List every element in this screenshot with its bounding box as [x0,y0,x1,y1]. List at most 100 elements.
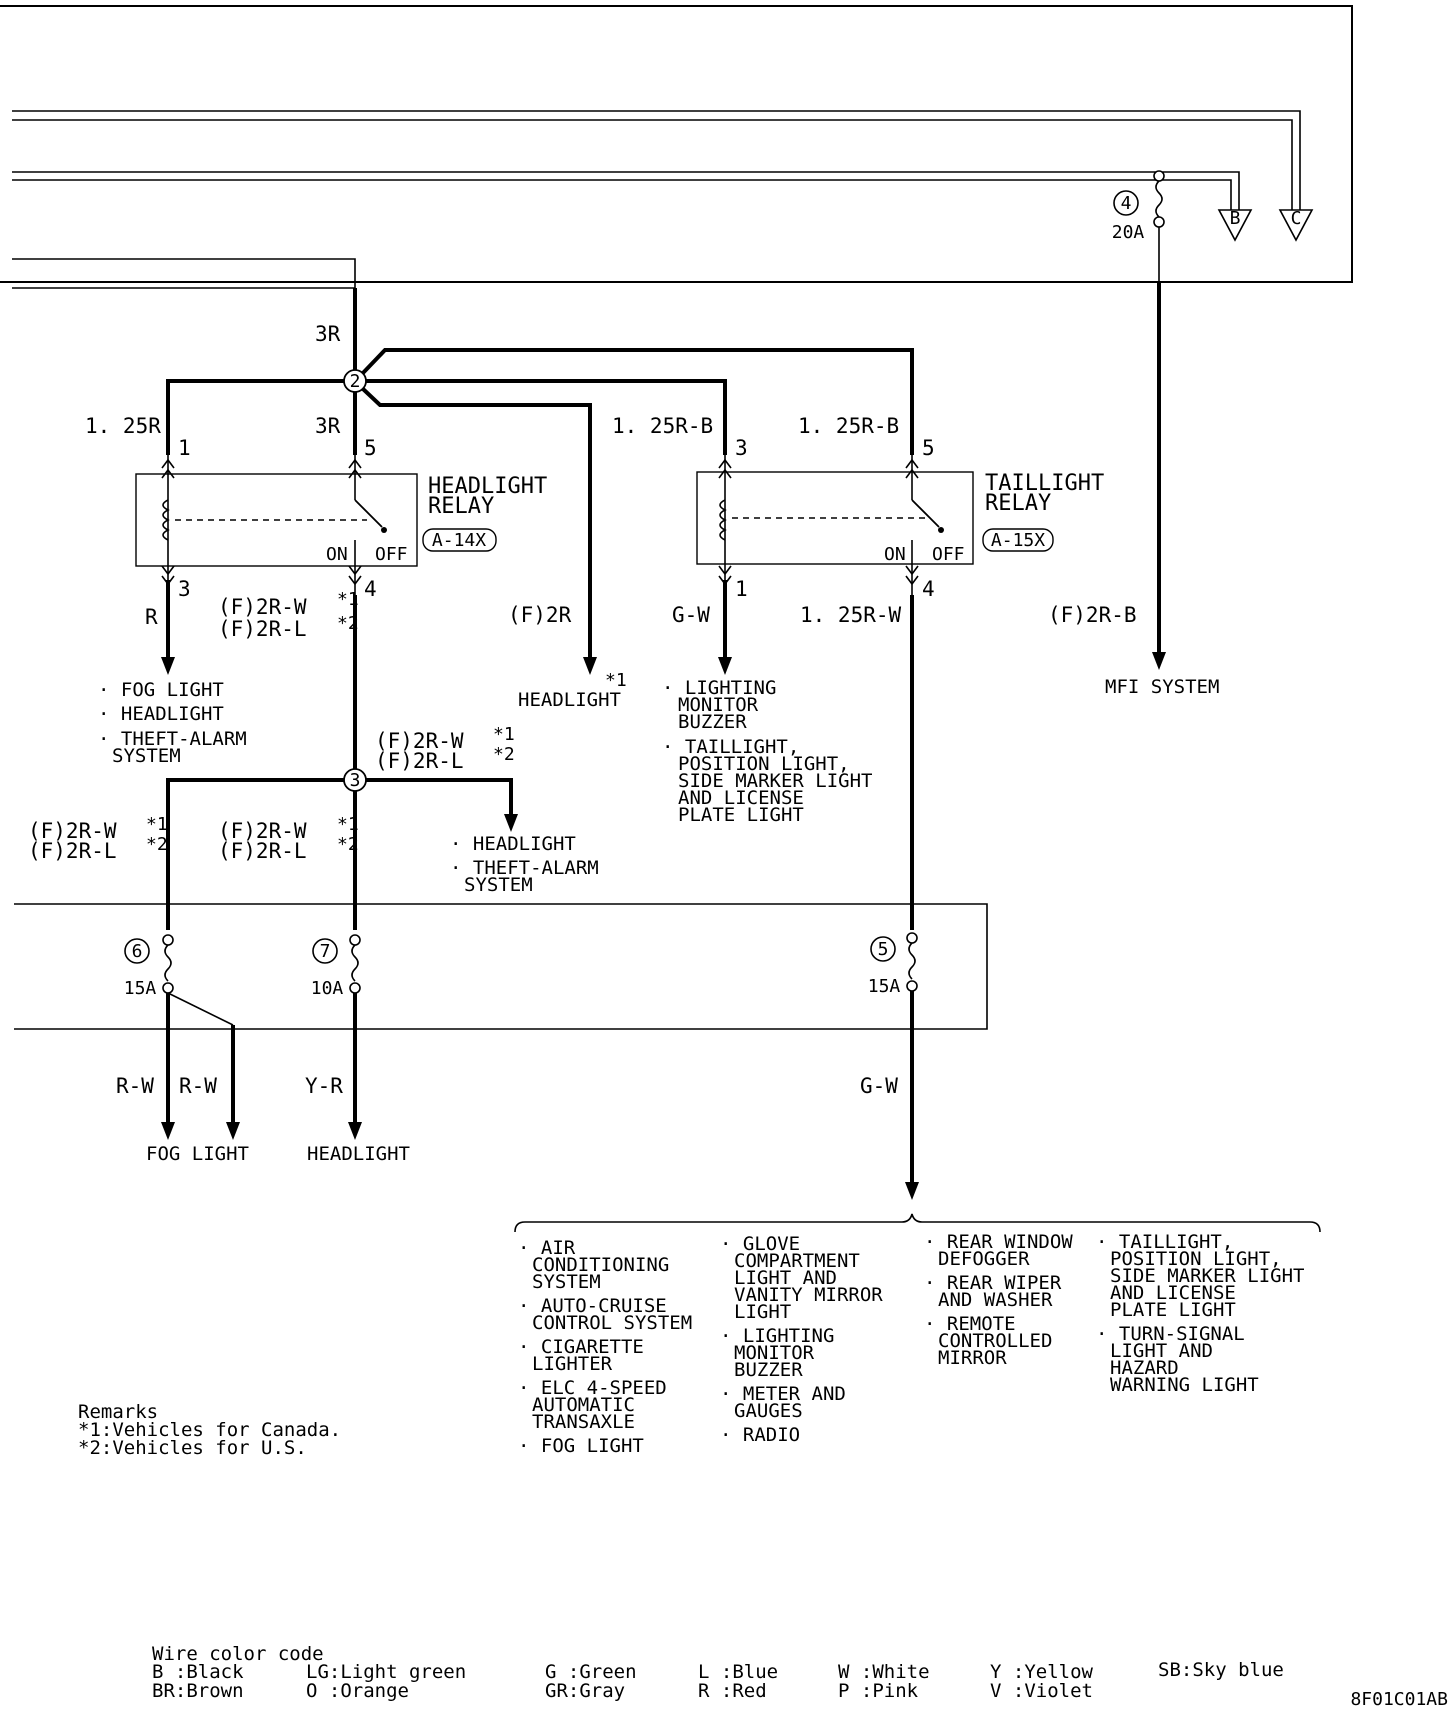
junction-2-label: 2 [350,371,361,392]
col2-lighting: · LIGHTING [720,1325,834,1347]
gw-wire [718,580,732,675]
dest-mfi: MFI SYSTEM [1105,676,1219,698]
fuse-4-rating: 20A [1112,222,1145,243]
wire-125rb-1: 1. 25R-B [612,414,713,438]
col3-mirror: MIRROR [938,1347,1007,1369]
note-2-d: *2 [337,834,359,855]
cc-blue: L :Blue [698,1661,778,1683]
j3-destinations: · HEADLIGHT · THEFT-ALARM SYSTEM [450,833,599,896]
col3-defogger: DEFOGGER [938,1248,1030,1270]
cc-violet: V :Violet [990,1680,1093,1702]
bottom-col-4: · TAILLIGHT, POSITION LIGHT, SIDE MARKER… [1096,1231,1304,1396]
col2-light-and: LIGHT AND [734,1267,837,1289]
fuse-7: 7 10A [311,934,361,999]
headlight-star: *1 [605,670,627,691]
col4-hazard: HAZARD [1110,1357,1179,1379]
col2-glove: · GLOVE [720,1233,800,1255]
r-destinations: · FOG LIGHT · HEADLIGHT · THEFT-ALARM SY… [98,679,247,767]
taillight-relay-on: ON [884,544,906,565]
col1-cigarette: · CIGARETTE [518,1336,644,1358]
pin-tl-4: 4 [922,577,935,601]
col4-and-license: AND LICENSE [1110,1282,1236,1304]
r-wire [161,580,175,675]
cc-brown: BR:Brown [152,1680,244,1702]
cc-red: R :Red [698,1680,767,1702]
wire-gw: G-W [672,603,710,627]
cc-pink: P :Pink [838,1680,919,1702]
col1-auto-cruise: · AUTO-CRUISE [518,1295,667,1317]
dest-headlight: · HEADLIGHT [98,703,224,725]
dest-position-light: POSITION LIGHT, [678,753,850,775]
wire-f2rw-c: (F)2R-W [28,819,117,843]
dest-taillight: · TAILLIGHT, [662,736,799,758]
dest-theft-alarm: · THEFT-ALARM [98,728,247,750]
bottom-col-1: · AIR CONDITIONING SYSTEM · AUTO-CRUISE … [518,1237,692,1457]
fuse-7-number: 7 [320,941,331,962]
dest-plate-light: PLATE LIGHT [678,804,804,826]
wire-f2rb: (F)2R-B [1048,603,1137,627]
fuse-4: 4 20A [1112,190,1145,243]
headlight-relay-title-2: RELAY [428,494,494,519]
wire-125rw: 1. 25R-W [800,603,902,627]
fuse-6-rating: 15A [124,978,157,999]
wire-f2rl-b: (F)2R-L [375,749,464,773]
gw2-wire [905,991,919,1200]
col2-radio: · RADIO [720,1424,800,1446]
dest-headlight-2: HEADLIGHT [518,689,621,711]
note-2-a: *2 [337,613,359,634]
cc-white: W :White [838,1661,930,1683]
dest-monitor: MONITOR [678,694,759,716]
taillight-relay-off: OFF [932,544,965,565]
col3-rear-window: · REAR WINDOW [924,1231,1073,1253]
wire-gw2: G-W [860,1074,898,1098]
fog-light-wires [161,992,240,1140]
col3-controlled: CONTROLLED [938,1330,1052,1352]
col1-conditioning: CONDITIONING [532,1254,669,1276]
fuse-block [14,903,988,1030]
pin-hl-1: 1 [178,436,191,460]
fuse-7-rating: 10A [311,978,344,999]
col1-system: SYSTEM [532,1271,601,1293]
cc-green: G :Green [545,1661,637,1683]
col2-monitor: MONITOR [734,1342,815,1364]
col2-meter: · METER AND [720,1383,846,1405]
figure-id: 8F01C01AB [1350,1689,1448,1710]
dest-system: SYSTEM [112,745,181,767]
wire-f2r: (F)2R [508,603,572,627]
top-frame [0,5,1353,283]
fuse-5: 5 15A [868,932,918,997]
gw-destinations: · LIGHTING MONITOR BUZZER · TAILLIGHT, P… [662,677,872,826]
dest-theft-alarm-2: · THEFT-ALARM [450,857,599,879]
taillight-relay-code: A-15X [991,530,1045,551]
note-2-b: *2 [493,744,515,765]
cc-gray: GR:Gray [545,1680,625,1702]
remarks-canada: *1:Vehicles for Canada. [78,1419,341,1441]
pin-tl-3: 3 [735,436,748,460]
wire-3r: 3R [315,414,341,438]
fuse-5-number: 5 [878,939,889,960]
pin-tl-5: 5 [922,436,935,460]
dest-fog-light: · FOG LIGHT [98,679,224,701]
yr-wire [348,993,362,1140]
cc-yellow: Y :Yellow [990,1661,1094,1683]
col3-rear-wiper: · REAR WIPER [924,1272,1062,1294]
col1-automatic: AUTOMATIC [532,1394,635,1416]
dest-fog-light-2: FOG LIGHT [146,1143,249,1165]
fuse-6: 6 15A [124,934,174,999]
wire-color-code: Wire color code B :Black LG:Light green … [152,1643,1284,1702]
connector-b: B [1217,208,1253,242]
cc-light-green: LG:Light green [306,1661,466,1683]
wire-f2rl-d: (F)2R-L [218,839,307,863]
col2-vanity-mirror: VANITY MIRROR [734,1284,883,1306]
fuse-4-number: 4 [1121,193,1132,214]
dest-headlight-4: HEADLIGHT [307,1143,410,1165]
wire-rw-1: R-W [116,1074,154,1098]
col1-elc: · ELC 4-SPEED [518,1377,667,1399]
headlight-relay [135,455,418,595]
taillight-relay-title-1: TAILLIGHT [985,471,1104,496]
wire-125rb-2: 1. 25R-B [798,414,899,438]
wire-f2rw-a: (F)2R-W [218,595,307,619]
connector-c-label: C [1291,208,1302,229]
dest-system-2: SYSTEM [464,874,533,896]
